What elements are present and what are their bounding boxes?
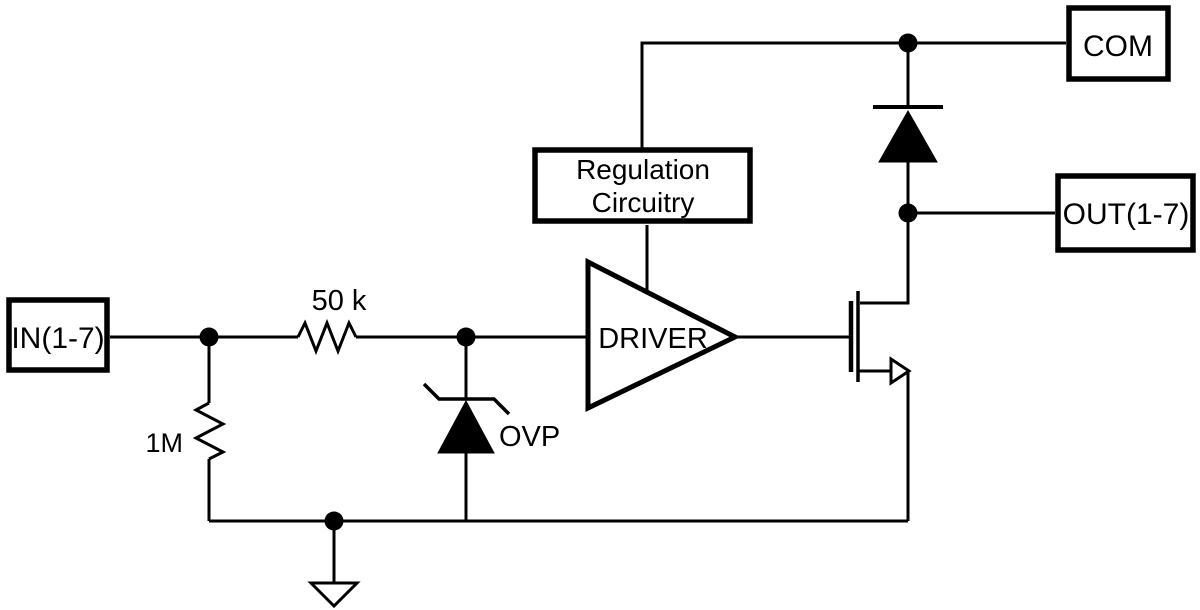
junction-dot-ovp [456,327,476,347]
resistor-50k-label: 50 k [312,285,367,317]
driver-triangle [585,257,741,412]
wire-regulation-to-com-rail [640,41,1066,148]
com-terminal-box [1066,5,1171,82]
ovp-label: OVP [499,421,560,453]
out-terminal-label: OUT(1-7) [1063,198,1190,231]
in-terminal-box [6,297,110,373]
resistor-50k-symbol [296,318,358,356]
junction-dot-input [199,327,219,347]
junction-dot-ground [324,511,344,531]
resistor-1m-symbol [192,401,227,461]
regulation-label-line1: Regulation [576,154,710,185]
regulation-box [532,147,753,224]
output-diode [873,105,943,163]
ovp-zener-diode [422,382,511,454]
junction-dot-out [898,203,918,223]
com-terminal-label: COM [1083,30,1153,63]
wire-drain [860,212,910,305]
ground-symbol [307,581,361,609]
junction-dot-com [898,33,918,53]
mosfet-source-arrow [889,356,912,386]
driver-label: DRIVER [598,323,708,355]
regulation-label-line2: Circuitry [592,187,695,218]
zener-anode-triangle [437,399,495,454]
zener-cathode-bar [422,382,511,416]
out-terminal-box [1055,173,1196,253]
mosfet-symbol [848,291,912,386]
in-terminal-label: IN(1-7) [11,322,104,355]
resistor-1m-label: 1M [145,428,183,458]
diode-anode-triangle [878,109,938,163]
